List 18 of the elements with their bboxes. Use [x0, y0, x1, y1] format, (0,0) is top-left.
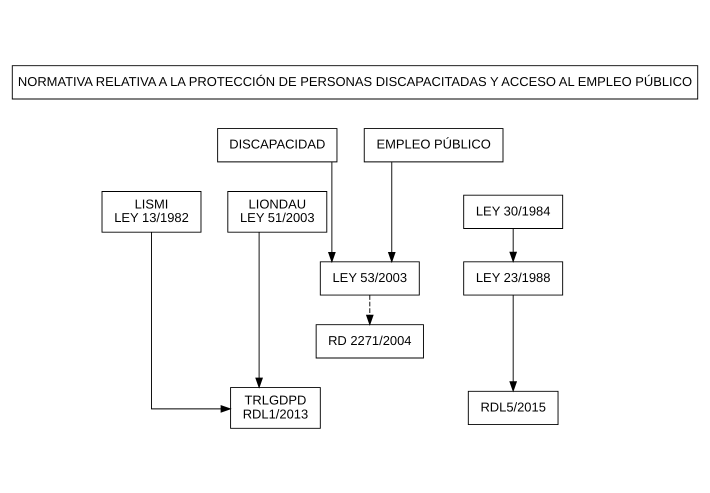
arrow [366, 294, 374, 326]
node-box: NORMATIVA RELATIVA A LA PROTECCIÓN DE PERSONAS DISCAPACITADAS Y ACCESO AL EMPLEO PÚBLICO [12, 64, 698, 99]
node-box: TRLGDPD RDL1/2013 [230, 386, 321, 428]
node-box: DISCAPACIDAD [217, 128, 338, 162]
node-box: LEY 23/1988 [463, 260, 564, 296]
arrow [151, 232, 232, 412]
node-box: RDL5/2015 [468, 390, 558, 425]
arrow [509, 294, 518, 392]
arrow [388, 161, 396, 263]
node-box: LIONDAU LEY 51/2003 [227, 190, 328, 232]
node-box: LEY 30/1984 [463, 194, 564, 228]
arrow [255, 232, 263, 388]
arrow [328, 161, 336, 263]
arrow [509, 228, 518, 262]
node-box: LISMI LEY 13/1982 [102, 190, 202, 232]
node-box: RD 2271/2004 [316, 324, 424, 358]
node-box: LEY 53/2003 [320, 260, 420, 296]
node-box: EMPLEO PÚBLICO [364, 128, 504, 162]
